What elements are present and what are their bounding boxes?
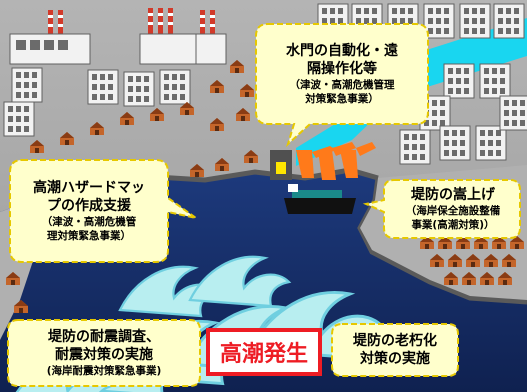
callout-aging: 堤防の老朽化 対策の実施 [330,322,460,378]
callout-floodgate-line2: 隔操作化等 [307,61,377,77]
callout-floodgate-sub1: （津波・高潮危機管理 [289,79,395,91]
callout-aging-line2: 対策の実施 [360,351,430,367]
port-cranes [296,142,376,180]
callout-floodgate-bubble [255,23,429,148]
ship [284,184,356,214]
factory-left [3,8,227,137]
callout-hazardmap-line2: プの作成支援 [47,198,131,214]
callout-aging-bubble [331,323,459,377]
callout-seismic-line1: 堤防の耐震調査、 [48,329,160,345]
callout-raise-bubble [362,179,521,239]
storm-surge-alert-label: 高潮発生 [219,342,308,367]
callout-seismic-line2: 耐震対策の実施 [55,347,153,363]
callout-floodgate-sub2: 対策緊急事業） [305,93,379,105]
storm-surge-alert: 高潮発生 [206,328,322,376]
callout-floodgate-line1: 水門の自動化・遠 [286,43,398,59]
callout-hazardmap-bubble [9,159,197,263]
callout-hazardmap-line1: 高潮ハザードマッ [33,180,145,196]
callout-seismic: 堤防の耐震調査、 耐震対策の実施 (海岸耐震対策緊急事業) [6,318,202,388]
callout-hazardmap: 高潮ハザードマッ プの作成支援 （津波・高潮危機管 理対策緊急事業） [8,158,197,264]
callout-floodgate: 水門の自動化・遠 隔操作化等 （津波・高潮危機管理 対策緊急事業） [254,22,430,148]
callout-raise: 堤防の嵩上げ （海岸保全施設整備 事業(高潮対策)） [362,178,522,240]
callout-hazardmap-sub2: 理対策緊急事業） [47,230,131,242]
callout-raise-line1: 堤防の嵩上げ [411,187,495,203]
callout-seismic-sub1: (海岸耐震対策緊急事業) [46,365,162,377]
callout-hazardmap-sub1: （津波・高潮危機管 [41,216,137,228]
floodgate [270,150,292,180]
callout-aging-line1: 堤防の老朽化 [353,333,437,349]
callout-seismic-bubble [7,319,201,387]
callout-raise-sub2: 事業(高潮対策)） [411,219,495,231]
callout-raise-sub1: （海岸保全施設整備 [405,205,501,217]
